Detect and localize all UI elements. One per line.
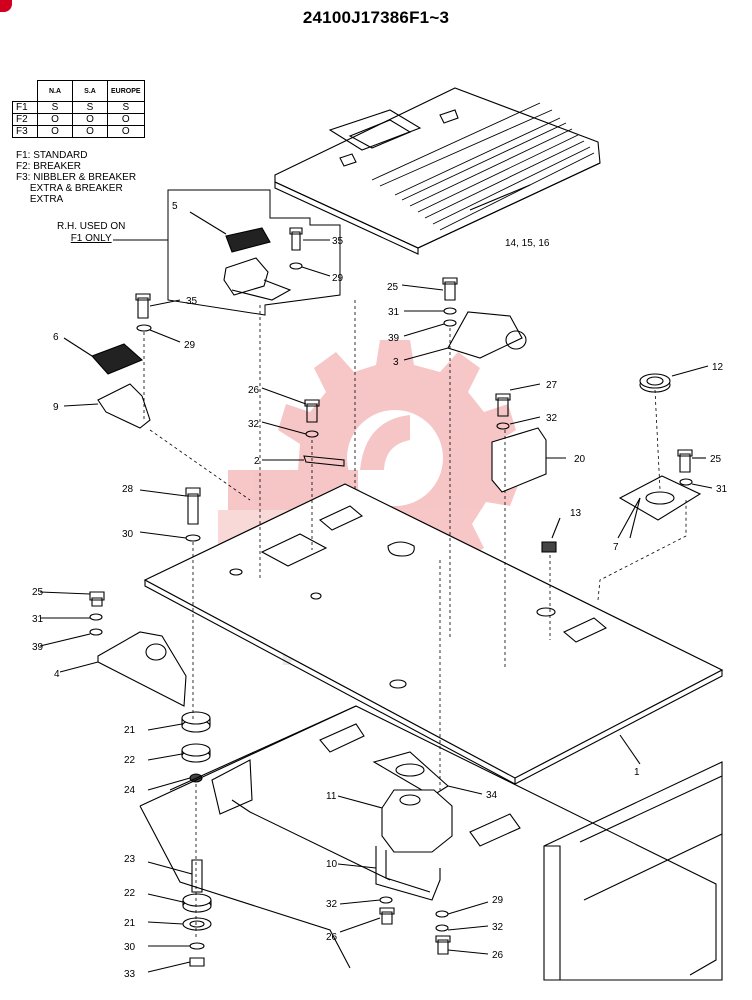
callout-label: 12	[712, 362, 724, 373]
table-row: F3 O O O	[12, 125, 145, 138]
callout-label: 29	[332, 273, 344, 284]
callout-label: 2	[254, 456, 260, 467]
callout-label: 34	[486, 790, 498, 801]
callout-label: 22	[124, 755, 136, 766]
callout-labels: 14, 15, 16 5 35 29 35 29 6 9 25 31 39 3 …	[32, 201, 728, 980]
variant-table: N.A S.A EUROPE F1 S S S F2 O O O F3 O O …	[12, 80, 145, 138]
callout-label: 25	[710, 454, 722, 465]
callout-label: 29	[184, 340, 196, 351]
page-title: 24100J17386F1~3	[302, 8, 450, 27]
callout-label: 31	[716, 484, 728, 495]
callout-label: 33	[124, 969, 136, 980]
rh-note-line1: R.H. USED ON	[57, 221, 126, 232]
callout-label: 28	[122, 484, 134, 495]
table-cell: O	[72, 125, 108, 138]
floor-mat	[274, 87, 601, 255]
callout-label: 39	[388, 333, 400, 344]
callout-label: 9	[53, 402, 59, 413]
callout-label: 26	[326, 932, 338, 943]
callout-label: 3	[393, 357, 399, 368]
table-cell: O	[37, 125, 73, 138]
callout-label: 7	[613, 542, 619, 553]
callout-label: 10	[326, 859, 338, 870]
legend: F1: STANDARD F2: BREAKER F3: NIBBLER & B…	[16, 150, 136, 205]
table-header-row: N.A S.A EUROPE	[12, 80, 145, 102]
callout-label: 26	[492, 950, 504, 961]
callout-label: 26	[248, 385, 260, 396]
rh-note-line2: F1 ONLY	[70, 233, 112, 244]
legend-line: F2: BREAKER	[16, 161, 82, 172]
callout-label: 30	[122, 529, 134, 540]
callout-label: 39	[32, 642, 44, 653]
callout-label: 27	[546, 380, 558, 391]
callout-label: 25	[387, 282, 399, 293]
table-row: F1 S S S	[12, 101, 145, 114]
callout-label: 13	[570, 508, 582, 519]
callout-label: 32	[492, 922, 504, 933]
callout-label: 31	[388, 307, 400, 318]
callout-label: 29	[492, 895, 504, 906]
diagram-linework	[39, 87, 724, 981]
callout-label: 21	[124, 725, 136, 736]
corner-marker	[0, 0, 12, 12]
callout-label: 25	[32, 587, 44, 598]
callout-label: 32	[546, 413, 558, 424]
rh-note: R.H. USED ON F1 ONLY	[57, 221, 125, 245]
callout-label: 22	[124, 888, 136, 899]
legend-line: EXTRA & BREAKER	[16, 183, 123, 194]
callout-label: 32	[248, 419, 260, 430]
callout-label: 21	[124, 918, 136, 929]
callout-label: 31	[32, 614, 44, 625]
legend-line: F3: NIBBLER & BREAKER	[16, 172, 137, 183]
callout-label: 20	[574, 454, 586, 465]
callout-label: 6	[53, 332, 59, 343]
table-cell: O	[107, 125, 145, 138]
legend-line: EXTRA	[16, 194, 64, 205]
frame	[139, 705, 723, 981]
callout-label: 35	[186, 296, 198, 307]
callout-label: 14, 15, 16	[505, 238, 550, 249]
legend-line: F1: STANDARD	[16, 150, 88, 161]
callout-label: 11	[326, 791, 337, 802]
callout-label: 32	[326, 899, 338, 910]
callout-label: 5	[172, 201, 178, 212]
callout-label: 4	[54, 669, 60, 680]
callout-label: 23	[124, 854, 136, 865]
callout-label: 1	[634, 767, 640, 778]
callout-label: 35	[332, 236, 344, 247]
table-row: F2 O O O	[12, 113, 145, 126]
floor-plate	[143, 483, 724, 785]
callout-label: 24	[124, 785, 136, 796]
callout-label: 30	[124, 942, 136, 953]
